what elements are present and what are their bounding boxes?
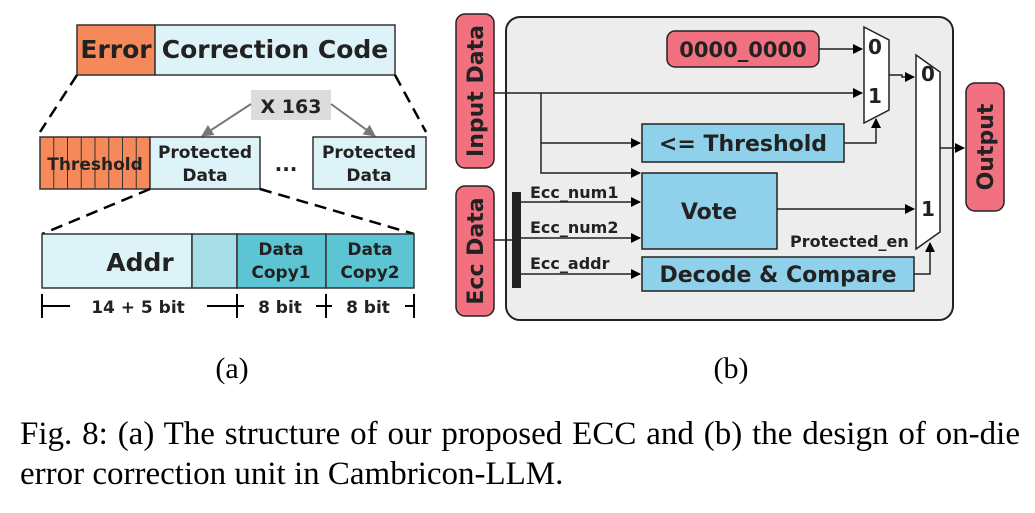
mux1-in0: 0 — [868, 35, 882, 59]
repeat-label: X 163 — [261, 96, 322, 118]
input-data-block — [455, 13, 495, 169]
zero-constant-label: 0000_0000 — [679, 38, 806, 62]
copy1-line2: Copy1 — [251, 263, 310, 283]
mux2-in1: 1 — [921, 197, 935, 221]
ecc-num1-label: Ecc_num1 — [530, 183, 618, 202]
ecc-title-cyan-cell — [154, 24, 396, 76]
zoom-line-left — [38, 74, 79, 133]
output-block — [965, 82, 1005, 212]
mux-2 — [915, 53, 941, 251]
zoom-line-right-2 — [259, 187, 415, 236]
width-copy1: 8 bit — [258, 298, 302, 318]
vote-block — [641, 172, 778, 250]
protected-data-2-line1: Protected — [322, 143, 416, 163]
ecc-title-orange-cell — [76, 24, 156, 76]
ecc-data-block — [455, 185, 495, 317]
ecc-title-error: Error — [80, 35, 152, 64]
protected-data-1-line2: Data — [182, 166, 227, 186]
decode-compare-block — [641, 256, 915, 292]
ecc-bus-bar — [512, 192, 521, 288]
panel-b-sublabel: (b) — [714, 352, 749, 385]
copy2-line1: Data — [347, 240, 392, 260]
mux2-in0: 0 — [921, 62, 935, 86]
vote-label: Vote — [681, 200, 737, 225]
protected-data-2-line2: Data — [346, 166, 391, 186]
protected-data-cell-2 — [312, 136, 427, 190]
figure-caption: Fig. 8: (a) The structure of our propose… — [20, 416, 1020, 492]
threshold-compare-block — [641, 123, 845, 163]
panel-a: Error Correction Code X 163 Threshold Pr… — [38, 24, 428, 385]
ecc-data-label: Ecc Data — [464, 197, 489, 304]
width-addr: 14 + 5 bit — [91, 298, 185, 318]
input-data-label: Input Data — [464, 25, 489, 157]
mux1-in1: 1 — [868, 84, 882, 108]
ecc-num2-label: Ecc_num2 — [530, 218, 618, 237]
width-copy2: 8 bit — [346, 298, 390, 318]
panel-b: Input Data Ecc Data Output 0000_0000 0 1… — [455, 13, 1005, 385]
copy1-line1: Data — [258, 240, 303, 260]
addr-extra-cell — [191, 233, 238, 289]
ecc-title-correction-code: Correction Code — [162, 35, 389, 64]
threshold-bit-ticks — [53, 137, 137, 189]
decode-compare-label: Decode & Compare — [659, 263, 896, 288]
repeat-arrow-left — [201, 103, 252, 137]
panel-a-sublabel: (a) — [215, 352, 248, 385]
zoom-line-left-2 — [41, 187, 151, 236]
ellipsis: ··· — [275, 157, 298, 181]
repeat-arrow-right — [330, 103, 376, 137]
data-copy1-cell — [236, 233, 327, 289]
mux-1 — [863, 25, 890, 125]
addr-label: Addr — [106, 248, 174, 277]
output-label: Output — [974, 103, 999, 190]
protected-data-cell-1 — [149, 136, 261, 190]
zoom-line-right — [393, 74, 428, 133]
copy2-line2: Copy2 — [340, 263, 399, 283]
protected-en-label: Protected_en — [790, 232, 909, 251]
threshold-label: Threshold — [47, 155, 143, 175]
wiring — [494, 44, 965, 279]
bit-width-dimension — [41, 294, 415, 318]
data-copy2-cell — [325, 233, 415, 289]
ecc-addr-label: Ecc_addr — [530, 254, 610, 273]
repeat-label-bg — [251, 90, 331, 120]
threshold-compare-label: <= Threshold — [659, 132, 827, 157]
protected-data-1-line1: Protected — [158, 143, 252, 163]
